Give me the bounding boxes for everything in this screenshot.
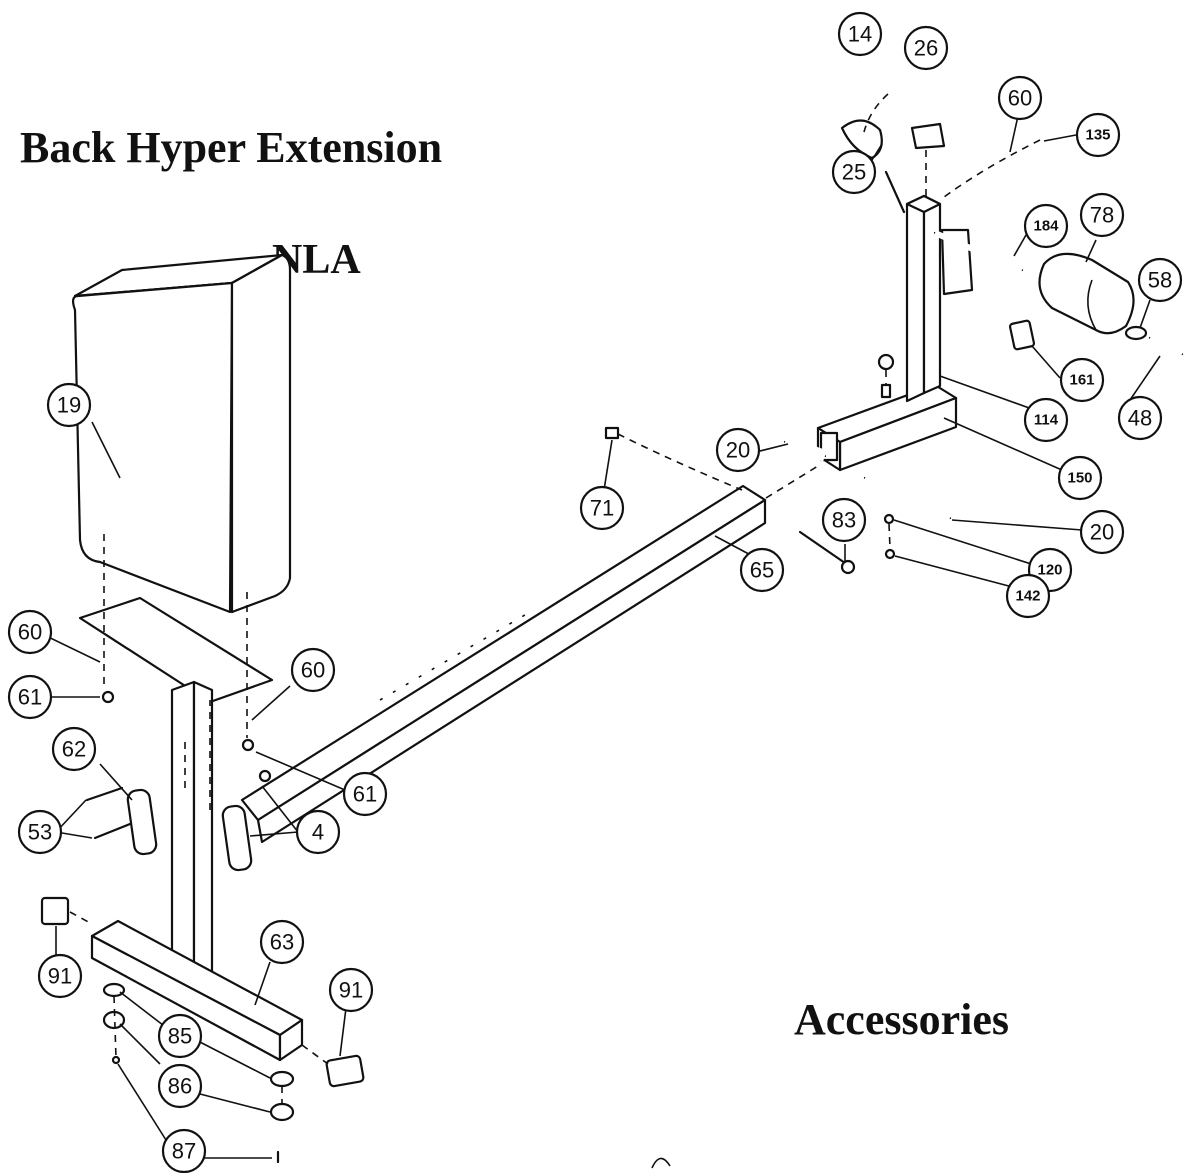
callout-161: 161 xyxy=(1059,357,1105,403)
svg-text:20: 20 xyxy=(726,438,750,463)
callout-63: 63 xyxy=(259,919,305,965)
svg-text:58: 58 xyxy=(1148,268,1172,293)
callout-58: 58 xyxy=(1137,257,1183,303)
svg-text:61: 61 xyxy=(353,782,377,807)
upright-tube xyxy=(905,194,974,403)
bolt-120 xyxy=(883,513,895,525)
callout-65: 65 xyxy=(739,547,785,593)
callout-184: 184 xyxy=(1023,203,1069,249)
bolt-4 xyxy=(258,769,272,783)
end-cap-top xyxy=(910,122,946,150)
svg-text:142: 142 xyxy=(1015,588,1040,605)
seat-pad xyxy=(71,253,292,614)
end-cap-side xyxy=(1008,319,1036,351)
svg-text:20: 20 xyxy=(1090,520,1114,545)
leader-lines xyxy=(37,115,1161,1159)
svg-text:83: 83 xyxy=(832,508,856,533)
svg-text:184: 184 xyxy=(1033,218,1059,235)
svg-text:65: 65 xyxy=(750,558,774,583)
svg-text:4: 4 xyxy=(312,820,324,845)
assembly-lines xyxy=(69,93,1041,1104)
callout-4: 4 xyxy=(295,809,341,855)
foot-disc-1 xyxy=(102,982,126,998)
bolt-142 xyxy=(884,548,896,560)
bracket-plate-left xyxy=(126,788,158,856)
callout-26: 26 xyxy=(903,25,949,71)
svg-text:135: 135 xyxy=(1085,127,1110,144)
svg-text:91: 91 xyxy=(339,978,363,1003)
svg-text:19: 19 xyxy=(57,393,81,418)
svg-text:60: 60 xyxy=(18,620,42,645)
bolt-61-left xyxy=(101,690,115,704)
bracket-plate-right xyxy=(221,804,253,872)
callout-group: 14 26 60 135 25 184 78 58 161 48 114 19 … xyxy=(7,11,1183,1173)
section-label: Accessories xyxy=(794,995,1010,1044)
svg-text:62: 62 xyxy=(62,737,86,762)
callout-61-right: 61 xyxy=(342,771,388,817)
callout-62: 62 xyxy=(51,726,97,772)
svg-text:63: 63 xyxy=(270,930,294,955)
callout-135: 135 xyxy=(1075,112,1121,158)
washer xyxy=(1124,325,1148,341)
callout-150: 150 xyxy=(1057,455,1103,501)
svg-text:71: 71 xyxy=(590,496,614,521)
callout-14: 14 xyxy=(837,11,883,57)
callout-48: 48 xyxy=(1117,395,1163,441)
svg-text:60: 60 xyxy=(1008,86,1032,111)
svg-text:86: 86 xyxy=(168,1074,192,1099)
foam-roller xyxy=(1038,252,1135,335)
callout-114: 114 xyxy=(1023,397,1069,443)
svg-text:61: 61 xyxy=(18,685,42,710)
foot-cap-right xyxy=(325,1054,365,1088)
callout-91-left: 91 xyxy=(37,953,83,999)
svg-text:85: 85 xyxy=(168,1024,192,1049)
svg-text:14: 14 xyxy=(848,22,872,47)
bolt-61-right xyxy=(241,738,255,752)
foot-cap-left xyxy=(40,896,70,926)
callout-61-left: 61 xyxy=(7,674,53,720)
svg-text:114: 114 xyxy=(1034,412,1059,429)
svg-text:25: 25 xyxy=(842,160,866,185)
callout-85: 85 xyxy=(157,1013,203,1059)
diagram-title: Back Hyper Extension xyxy=(20,123,443,172)
svg-text:150: 150 xyxy=(1067,470,1092,487)
callout-53: 53 xyxy=(17,809,63,855)
foot-disc-4 xyxy=(269,1102,295,1122)
seat-post xyxy=(170,680,214,994)
callout-60-top: 60 xyxy=(997,75,1043,121)
svg-text:48: 48 xyxy=(1128,406,1152,431)
callout-142: 142 xyxy=(1005,573,1051,619)
callout-71: 71 xyxy=(579,485,625,531)
callout-87: 87 xyxy=(161,1128,207,1173)
callout-20-back: 20 xyxy=(1079,509,1125,555)
callout-91-right: 91 xyxy=(328,967,374,1013)
svg-text:60: 60 xyxy=(301,658,325,683)
svg-text:78: 78 xyxy=(1090,203,1114,228)
svg-text:53: 53 xyxy=(28,820,52,845)
svg-text:87: 87 xyxy=(172,1139,196,1164)
long-bolt xyxy=(798,530,847,565)
callout-19: 19 xyxy=(46,382,92,428)
callout-83: 83 xyxy=(821,497,867,543)
seat-plate xyxy=(78,596,274,704)
svg-text:161: 161 xyxy=(1069,372,1094,389)
callout-25: 25 xyxy=(831,149,877,195)
nut-71 xyxy=(604,426,620,440)
stray-mark xyxy=(651,1157,671,1169)
callout-60-left: 60 xyxy=(7,609,53,655)
svg-text:120: 120 xyxy=(1037,562,1062,579)
base-foot xyxy=(90,919,304,1062)
svg-text:26: 26 xyxy=(914,36,938,61)
parts-drawing xyxy=(40,119,1184,1169)
screw-87 xyxy=(111,1055,121,1065)
callout-78: 78 xyxy=(1079,192,1125,238)
front-frame xyxy=(816,383,958,472)
callout-20-front: 20 xyxy=(715,427,761,473)
callout-86: 86 xyxy=(157,1063,203,1109)
svg-text:91: 91 xyxy=(48,964,72,989)
adjust-knob xyxy=(877,353,895,371)
callout-60-right: 60 xyxy=(290,647,336,693)
foot-disc-3 xyxy=(269,1070,295,1088)
